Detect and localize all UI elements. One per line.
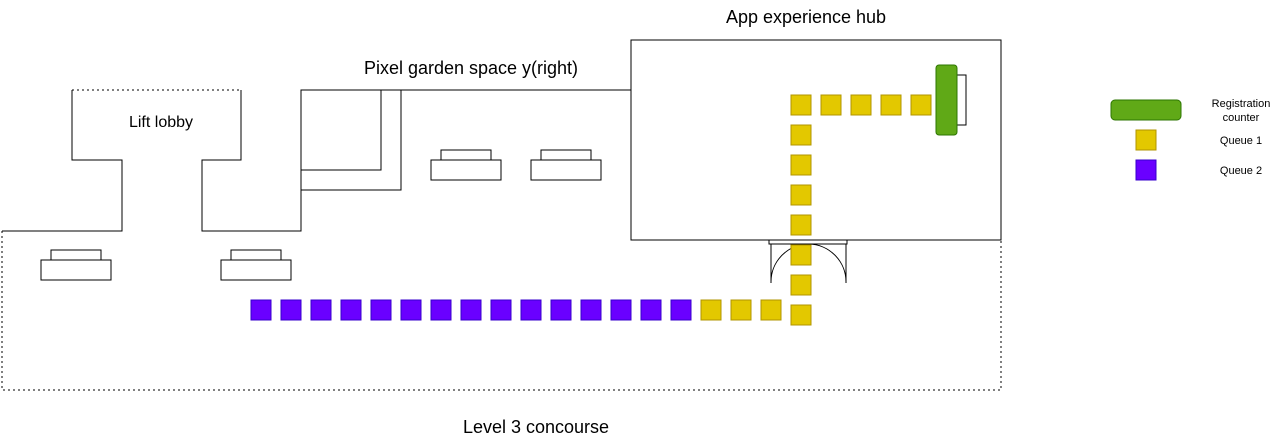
legend-queue1-label: Queue 1 xyxy=(1220,135,1262,147)
queue2-square xyxy=(490,299,512,321)
queue2-square xyxy=(430,299,452,321)
garden-interior-1 xyxy=(301,90,382,171)
queue1-square xyxy=(790,154,812,176)
queue1-square xyxy=(820,94,842,116)
queue2-square xyxy=(580,299,602,321)
bench xyxy=(220,249,292,281)
queue2-square xyxy=(310,299,332,321)
double-door xyxy=(768,239,848,284)
legend-queue2-swatch xyxy=(1135,159,1157,181)
queue1-square xyxy=(760,299,782,321)
bench xyxy=(430,149,502,181)
legend-registration-swatch xyxy=(1110,99,1182,121)
queue1-square xyxy=(790,124,812,146)
garden-interior-2 xyxy=(301,90,402,191)
legend-queue1-swatch xyxy=(1135,129,1157,151)
queue2-square xyxy=(550,299,572,321)
queue1-square xyxy=(790,184,812,206)
legend: Registration counter Queue 1 Queue 2 xyxy=(1110,98,1271,181)
queue1-square xyxy=(790,304,812,326)
queue2-square xyxy=(280,299,302,321)
queue2-square xyxy=(520,299,542,321)
queue1-square xyxy=(730,299,752,321)
bench xyxy=(40,249,112,281)
lift-lobby-label: Lift lobby xyxy=(129,114,193,131)
queue1-square xyxy=(790,94,812,116)
queue2-square xyxy=(460,299,482,321)
queue2-square xyxy=(370,299,392,321)
queue2-square xyxy=(400,299,422,321)
concourse-wall-middle xyxy=(201,89,631,232)
registration-counter xyxy=(935,64,958,136)
bench xyxy=(530,149,602,181)
queue2-square xyxy=(640,299,662,321)
queue-1 xyxy=(700,94,932,326)
queue1-square xyxy=(910,94,932,116)
pixel-garden-label: Pixel garden space y(right) xyxy=(364,58,578,78)
legend-queue2-label: Queue 2 xyxy=(1220,165,1262,177)
queue2-square xyxy=(340,299,362,321)
legend-registration-label-1: Registration xyxy=(1212,98,1271,110)
concourse-label: Level 3 concourse xyxy=(463,417,609,437)
queue2-square xyxy=(670,299,692,321)
queue1-square xyxy=(880,94,902,116)
queue1-square xyxy=(700,299,722,321)
queue1-square xyxy=(850,94,872,116)
concourse-wall-left xyxy=(2,90,123,232)
queue2-square xyxy=(610,299,632,321)
queue-2 xyxy=(250,299,692,321)
queue1-square xyxy=(790,274,812,296)
app-hub-label: App experience hub xyxy=(726,7,886,27)
queue1-square xyxy=(790,214,812,236)
queue2-square xyxy=(250,299,272,321)
queue1-square xyxy=(790,244,812,266)
legend-registration-label-2: counter xyxy=(1223,112,1260,124)
